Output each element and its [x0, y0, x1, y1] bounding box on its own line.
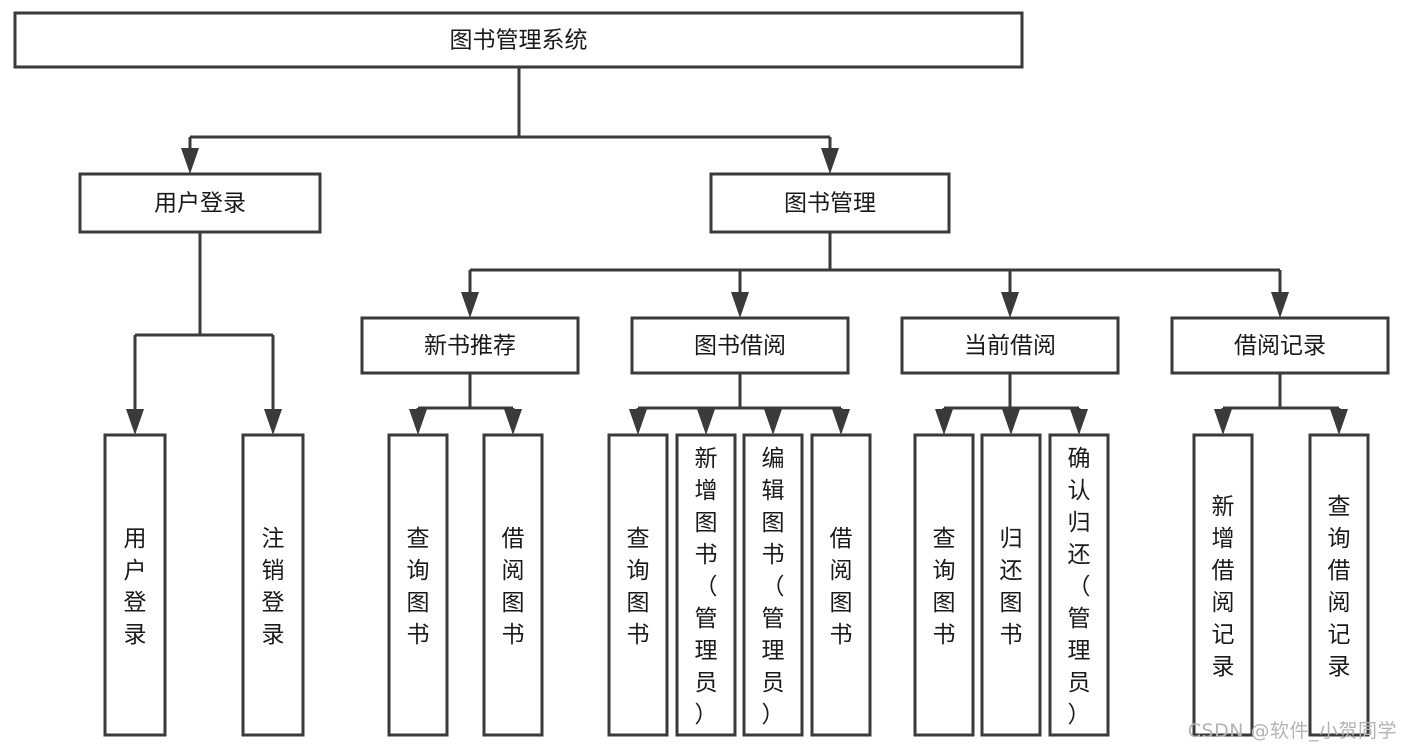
- node-leaf-add-book[interactable]: 新增图书（管理员）: [675, 433, 737, 737]
- node-leaf-add-borrow-record[interactable]: 新增借阅记录: [1192, 433, 1254, 737]
- node-leaf-query-book-3[interactable]: 查询图书: [913, 433, 975, 737]
- node-label: 借阅图书: [830, 526, 853, 648]
- node-book-borrow[interactable]: 图书借阅: [630, 316, 850, 375]
- node-current-borrow[interactable]: 当前借阅: [900, 316, 1120, 375]
- node-leaf-user-logout[interactable]: 注销登录: [241, 433, 305, 737]
- node-leaf-confirm-return[interactable]: 确认归还（管理员）: [1048, 433, 1110, 737]
- node-label: 新增图书（管理员）: [695, 446, 718, 728]
- node-label: 用户登录: [154, 191, 246, 217]
- connectors-layer: [126, 67, 1348, 435]
- connector-book-borrow: [629, 373, 850, 435]
- node-leaf-query-book-1[interactable]: 查询图书: [387, 433, 449, 737]
- node-leaf-edit-book[interactable]: 编辑图书（管理员）: [742, 433, 804, 737]
- connector-borrow-record: [1214, 373, 1348, 435]
- node-leaf-query-book-2[interactable]: 查询图书: [607, 433, 669, 737]
- node-label: 用户登录: [124, 526, 147, 648]
- node-label: 查询图书: [933, 526, 956, 648]
- node-user-login[interactable]: 用户登录: [78, 172, 322, 234]
- node-leaf-borrow-book-2[interactable]: 借阅图书: [810, 433, 872, 737]
- node-label: 借阅记录: [1234, 333, 1326, 359]
- connector-current-borrow: [935, 373, 1088, 435]
- node-label: 新增借阅记录: [1212, 494, 1235, 680]
- node-leaf-user-login[interactable]: 用户登录: [103, 433, 167, 737]
- node-label: 当前借阅: [964, 333, 1056, 359]
- node-leaf-return-book[interactable]: 归还图书: [980, 433, 1042, 737]
- node-label: 确认归还（管理员）: [1068, 446, 1091, 728]
- connector-new-book-recommend: [409, 373, 522, 435]
- node-label: 查询图书: [627, 526, 650, 648]
- node-new-book-recommend[interactable]: 新书推荐: [360, 316, 580, 375]
- node-borrow-record[interactable]: 借阅记录: [1170, 316, 1390, 375]
- node-leaf-borrow-book-1[interactable]: 借阅图书: [482, 433, 544, 737]
- connector-book-manage: [461, 232, 1289, 318]
- node-label: 新书推荐: [424, 333, 516, 359]
- node-book-manage[interactable]: 图书管理: [709, 172, 951, 234]
- node-root[interactable]: 图书管理系统: [13, 11, 1024, 69]
- csdn-watermark: CSDN @软件_小贺同学: [1187, 720, 1397, 742]
- node-label: 查询图书: [407, 526, 430, 648]
- node-label: 图书借阅: [694, 333, 786, 359]
- node-label: 借阅图书: [502, 526, 525, 648]
- connector-user-login: [126, 232, 282, 435]
- node-label: 注销登录: [262, 526, 285, 648]
- nodes-layer: 图书管理系统用户登录图书管理新书推荐图书借阅当前借阅借阅记录用户登录注销登录查询…: [13, 11, 1390, 737]
- connector-root: [181, 67, 839, 174]
- node-label: 图书管理: [784, 191, 876, 217]
- node-label: 编辑图书（管理员）: [762, 446, 785, 728]
- node-label: 查询借阅记录: [1328, 494, 1351, 680]
- node-label: 归还图书: [1000, 526, 1023, 648]
- node-label: 图书管理系统: [450, 28, 588, 54]
- node-leaf-query-borrow-record[interactable]: 查询借阅记录: [1308, 433, 1370, 737]
